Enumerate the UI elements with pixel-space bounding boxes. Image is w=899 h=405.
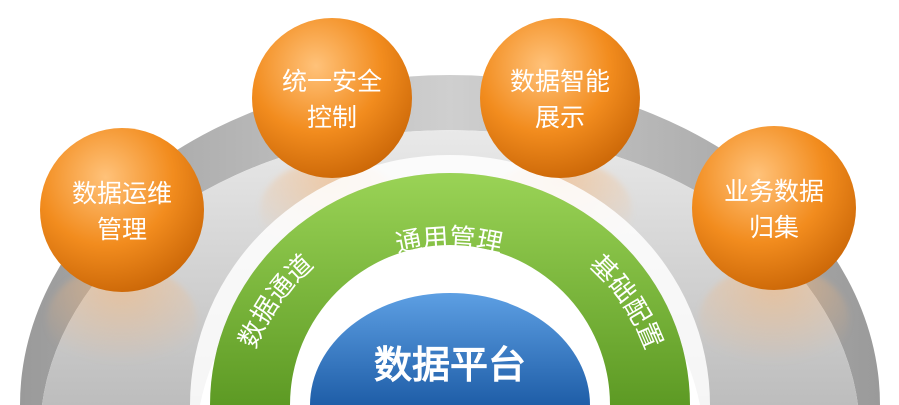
node-business-data-line2: 归集 xyxy=(749,213,799,242)
node-data-ops-line2: 管理 xyxy=(97,215,147,244)
node-intelligence-line1: 数据智能 xyxy=(510,67,610,96)
node-intelligence: 数据智能 展示 xyxy=(480,18,640,178)
core-platform: 数据平台 xyxy=(290,245,610,405)
core-label: 数据平台 xyxy=(374,343,526,387)
node-business-data-line1: 业务数据 xyxy=(724,177,824,206)
node-business-data: 业务数据 归集 xyxy=(692,126,856,290)
node-security-line2: 控制 xyxy=(307,103,357,132)
node-security-line1: 统一安全 xyxy=(282,67,382,96)
outer-ring xyxy=(20,75,880,405)
node-data-ops: 数据运维 管理 xyxy=(40,128,204,292)
node-intelligence-line2: 展示 xyxy=(535,103,585,132)
node-security: 统一安全 控制 xyxy=(252,18,412,178)
node-data-ops-line1: 数据运维 xyxy=(72,179,172,208)
